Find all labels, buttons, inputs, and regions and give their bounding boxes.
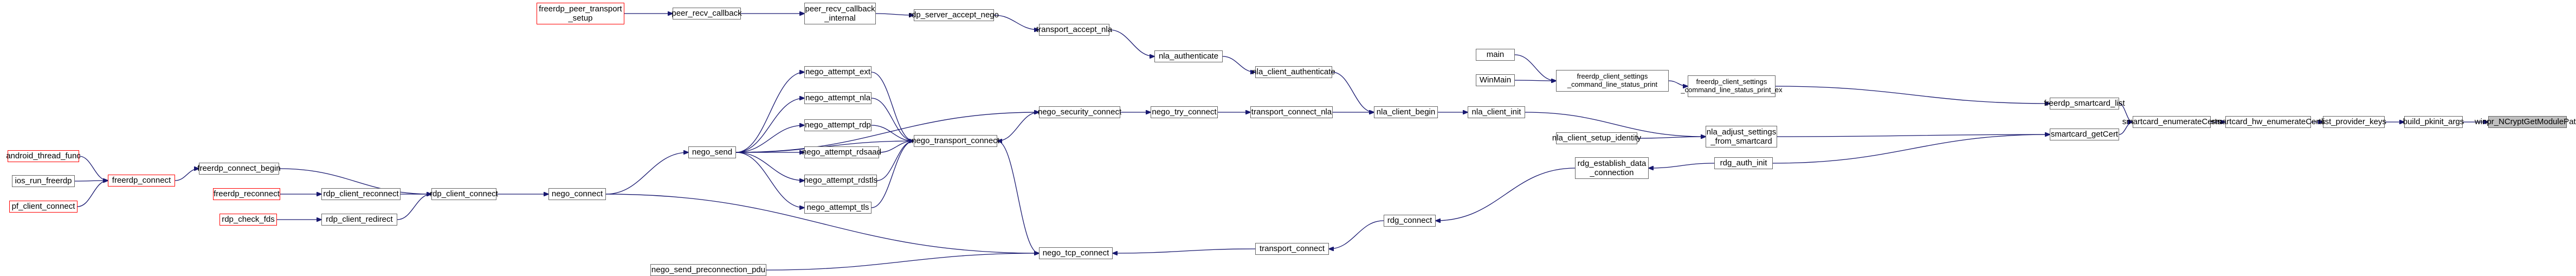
node-list-provider-keys[interactable]: list_provider_keys <box>2321 116 2386 128</box>
node-nla-client-init[interactable]: nla_client_init <box>1468 106 1525 118</box>
node-freerdp-smartcard-list[interactable]: freerdp_smartcard_list <box>2044 98 2125 110</box>
node-freerdp-client-settings-parse[interactable]: freerdp_client_settings _command_line_st… <box>1556 70 1669 92</box>
node-freerdp-connect[interactable]: freerdp_connect <box>108 175 175 187</box>
edge-rdg_auth_init-to-rdg_establish_data_connection <box>1649 163 1715 168</box>
edge-rdp_server_accept_nego-to-transport_accept_nla <box>993 15 1039 30</box>
edge-layer <box>74 14 2488 271</box>
node-smartcard-hw-enumeratecerts[interactable]: smartcard_hw_enumerateCerts <box>2211 116 2325 128</box>
edge-nego_connect-to-nego_tcp_connect <box>605 194 1039 253</box>
edge-nego_attempt_nla-to-nego_transport_connect <box>871 98 914 141</box>
edge-rdp_client_redirect-to-rdp_client_connect <box>397 194 431 220</box>
node-rdp-server-accept-nego[interactable]: rdp_server_accept_nego <box>909 9 999 21</box>
edge-nla_adjust_settings-to-smartcard_getcert <box>1777 134 2050 137</box>
edge-smartcard_getcert-to-smartcard_enumeratecerts <box>2119 122 2133 135</box>
edge-nego_send-to-nego_attempt_rdstls <box>735 152 804 181</box>
edge-nla_client_init-to-nla_adjust_settings <box>1525 112 1706 137</box>
edge-freerdp_connect-to-freerdp_connect_begin <box>175 169 199 181</box>
node-nego-attempt-rdstls[interactable]: nego_attempt_rdstls <box>804 175 877 187</box>
edge-nego_send-to-nego_attempt_nla <box>735 98 804 153</box>
edge-nego_tcp_connect-to-nego_transport_connect <box>997 141 1040 254</box>
node-winpr-ncryptgetmodulepath[interactable]: winpr_NCryptGetModulePath <box>2475 116 2576 128</box>
node-build-pkinit-args[interactable]: build_pkinit_args <box>2403 116 2464 128</box>
node-rdg-establish-data-connection[interactable]: rdg_establish_data _connection <box>1575 157 1649 179</box>
edge-android_thread_func-to-freerdp_connect <box>79 156 108 181</box>
node-ios-run-freerdp[interactable]: ios_run_freerdp <box>12 175 75 187</box>
node-nego-tcp-connect[interactable]: nego_tcp_connect <box>1039 247 1113 259</box>
edge-freerdp_connect_begin-to-rdp_client_connect <box>279 168 431 194</box>
node-nego-try-connect[interactable]: nego_try_connect <box>1151 106 1218 118</box>
node-rdp-client-reconnect[interactable]: rdp_client_reconnect <box>321 188 401 200</box>
node-nla-client-authenticate[interactable]: nla_client_authenticate <box>1252 66 1335 78</box>
node-nla-client-setup-identity[interactable]: nla_client_setup_identity <box>1552 132 1641 144</box>
node-nla-client-begin[interactable]: nla_client_begin <box>1374 106 1438 118</box>
edge-nla_client_authenticate-to-nla_client_begin <box>1332 72 1374 112</box>
node-rdp-client-redirect[interactable]: rdp_client_redirect <box>321 214 397 226</box>
node-peer-recv-callback-internal[interactable]: peer_recv_callback _internal <box>804 3 876 24</box>
node-pf-client-connect[interactable]: pf_client_connect <box>9 201 78 213</box>
node-nego-attempt-nla[interactable]: nego_attempt_nla <box>804 92 871 104</box>
edge-nego_send-to-nego_attempt_ext <box>735 72 804 153</box>
node-rdg-connect[interactable]: rdg_connect <box>1384 215 1436 227</box>
edge-rdg_establish_data_connection-to-rdg_connect <box>1436 168 1576 221</box>
node-nego-attempt-tls[interactable]: nego_attempt_tls <box>804 202 871 214</box>
edge-nego_send_preconnection_pdu-to-nego_tcp_connect <box>766 253 1039 271</box>
edge-rdg_auth_init-to-smartcard_getcert <box>1772 134 2050 164</box>
node-rdp-check-fds[interactable]: rdp_check_fds <box>219 214 277 226</box>
node-freerdp-peer-transport-setup[interactable]: freerdp_peer_transport _setup <box>537 3 624 24</box>
edge-peer_recv_callback_internal-to-rdp_server_accept_nego <box>875 14 914 15</box>
edge-winmain-to-freerdp_client_settings_parse <box>1514 80 1556 81</box>
node-freerdp-client-settings-parse-ex[interactable]: freerdp_client_settings _command_line_st… <box>1681 75 1783 97</box>
node-transport-connect-nla[interactable]: transport_connect_nla <box>1250 106 1333 118</box>
node-freerdp-reconnect[interactable]: freerdp_reconnect <box>213 188 280 200</box>
edge-nla_authenticate-to-nla_client_authenticate <box>1222 56 1255 72</box>
node-transport-connect[interactable]: transport_connect <box>1255 243 1329 255</box>
node-transport-accept-nla[interactable]: transport_accept_nla <box>1036 24 1112 36</box>
edge-pf_client_connect-to-freerdp_connect <box>77 181 108 207</box>
node-smartcard-enumeratecerts[interactable]: smartcard_enumerateCerts <box>2122 116 2221 128</box>
node-nego-connect[interactable]: nego_connect <box>548 188 606 200</box>
node-nla-adjust-settings[interactable]: nla_adjust_settings _from_smartcard <box>1706 126 1777 147</box>
node-nego-transport-connect[interactable]: nego_transport_connect <box>912 135 999 147</box>
edge-freerdp_client_settings_parse-to-freerdp_client_settings_parse_ex <box>1668 80 1688 86</box>
node-smartcard-getcert[interactable]: smartcard_getCert <box>2050 129 2119 140</box>
node-nego-send[interactable]: nego_send <box>688 146 736 158</box>
node-rdp-client-connect[interactable]: rdp_client_connect <box>430 188 498 200</box>
edge-transport_connect-to-nego_tcp_connect <box>1113 248 1256 253</box>
node-nla-authenticate[interactable]: nla_authenticate <box>1154 50 1223 62</box>
edge-nego_connect-to-nego_send <box>605 152 688 195</box>
node-nego-attempt-ext[interactable]: nego_attempt_ext <box>804 66 871 78</box>
node-winmain[interactable]: WinMain <box>1476 74 1515 86</box>
node-freerdp-connect-begin[interactable]: freerdp_connect_begin <box>197 163 281 175</box>
edge-nego_attempt_ext-to-nego_transport_connect <box>871 72 914 141</box>
node-nego-attempt-rdsaad[interactable]: nego_attempt_rdsaad <box>802 146 881 158</box>
edge-rdg_connect-to-transport_connect <box>1329 220 1384 249</box>
edge-nla_client_setup_identity-to-nla_adjust_settings <box>1637 137 1706 138</box>
edge-nego_send-to-nego_attempt_tls <box>735 152 804 208</box>
edge-transport_accept_nla-to-nla_authenticate <box>1109 29 1154 56</box>
edge-nego_attempt_tls-to-nego_transport_connect <box>871 141 914 208</box>
node-main[interactable]: main <box>1476 49 1515 61</box>
edge-nego_send-to-nego_attempt_rdp <box>735 125 804 153</box>
node-android-thread-func[interactable]: android_thread_func <box>6 150 81 162</box>
edge-freerdp_client_settings_parse_ex-to-freerdp_smartcard_list <box>1775 86 2050 104</box>
node-rdg-auth-init[interactable]: rdg_auth_init <box>1714 157 1773 169</box>
node-peer-recv-callback[interactable]: peer_recv_callback <box>672 8 742 20</box>
node-nego-send-preconnection-pdu[interactable]: nego_send_preconnection_pdu <box>650 264 766 276</box>
node-nego-security-connect[interactable]: nego_security_connect <box>1038 106 1121 118</box>
edge-nego_attempt_rdp-to-nego_transport_connect <box>871 125 914 141</box>
node-nego-attempt-rdp[interactable]: nego_attempt_rdp <box>804 119 871 131</box>
edge-main-to-freerdp_client_settings_parse <box>1514 54 1556 81</box>
edge-nego_transport_connect-to-nego_security_connect <box>997 112 1039 142</box>
